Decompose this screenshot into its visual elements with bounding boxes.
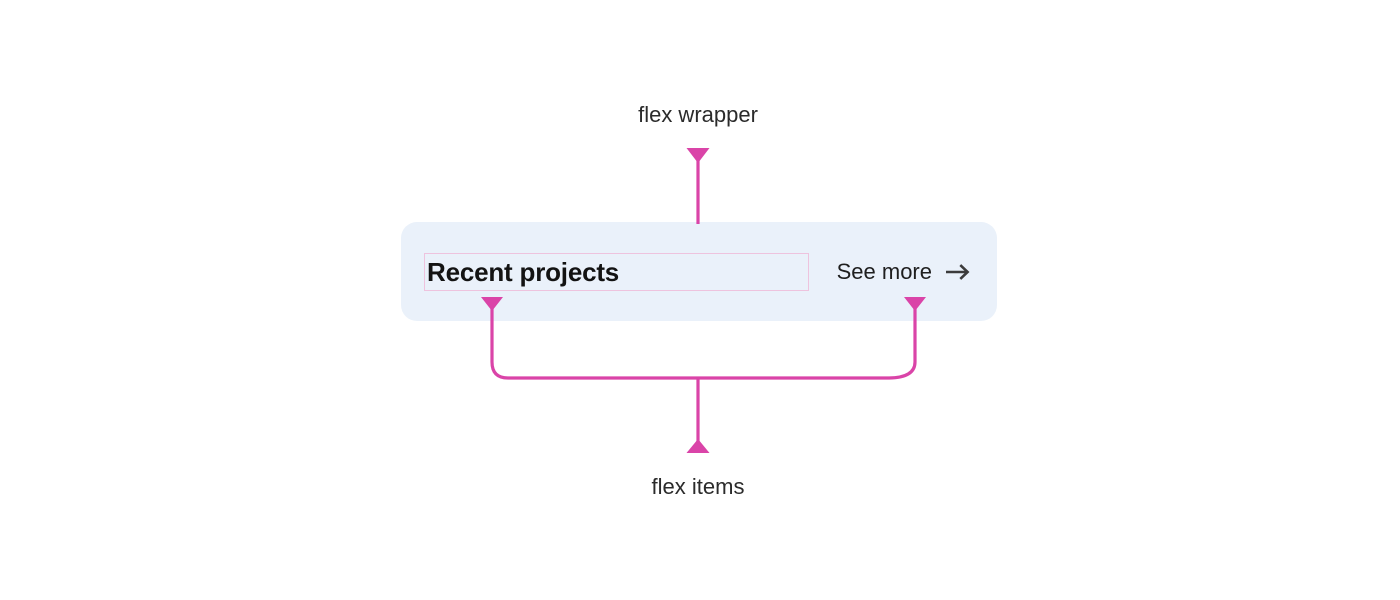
page-title: Recent projects <box>427 256 620 287</box>
annotation-label-flex-items: flex items <box>0 476 1400 498</box>
connector-flex-wrapper <box>686 148 710 224</box>
flex-wrapper-card: Recent projects See more <box>401 222 997 321</box>
arrow-right-icon <box>946 263 970 280</box>
annotation-label-flex-items-text: flex items <box>651 474 745 499</box>
arrowhead-down-icon <box>686 148 710 163</box>
annotation-label-flex-wrapper-text: flex wrapper <box>638 102 758 127</box>
see-more-link[interactable]: See more <box>836 258 973 284</box>
card-title-flex-item: Recent projects <box>424 252 809 291</box>
arrowhead-up-icon <box>686 439 710 453</box>
annotation-label-flex-wrapper: flex wrapper <box>0 104 1400 126</box>
see-more-label: See more <box>836 258 932 284</box>
